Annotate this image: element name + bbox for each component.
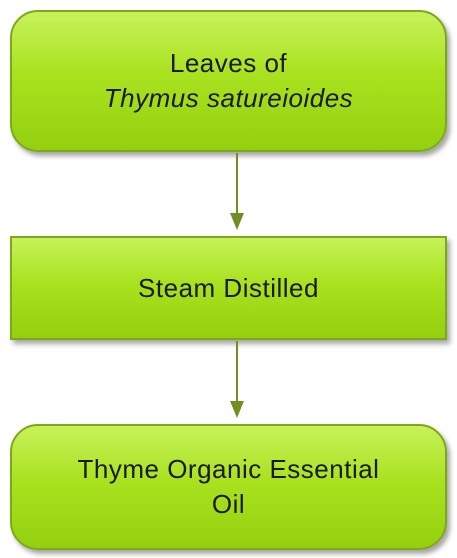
source-material-node: Leaves of Thymus satureioides	[10, 10, 447, 152]
process-node: Steam Distilled	[10, 236, 447, 340]
product-label-line1: Thyme Organic Essential	[77, 454, 380, 484]
arrow-2	[230, 341, 244, 418]
process-label: Steam Distilled	[138, 272, 319, 303]
arrow-1	[230, 153, 244, 230]
product-label-line2: Oil	[211, 489, 246, 519]
source-material-label: Leaves of	[169, 48, 288, 78]
species-name-label: Thymus satureioides	[103, 83, 354, 113]
product-node: Thyme Organic Essential Oil	[10, 424, 447, 550]
